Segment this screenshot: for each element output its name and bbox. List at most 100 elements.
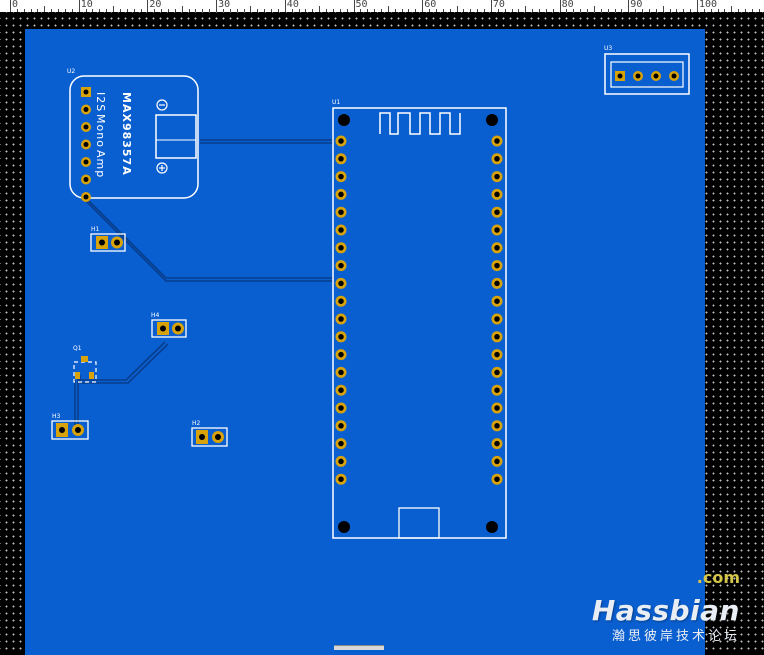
ruler-minor-tick — [456, 6, 458, 12]
ruler-minor-tick — [703, 9, 705, 12]
ruler-minor-tick — [319, 6, 321, 12]
pcb-layout[interactable]: U2 MAX98357A I2S Mono Amp U1 U3 — [0, 12, 764, 650]
ruler-minor-tick — [676, 9, 678, 12]
ruler-minor-tick — [374, 9, 376, 12]
ruler-minor-tick — [23, 9, 25, 12]
ruler-minor-tick — [642, 9, 644, 12]
component-u3[interactable]: U3 — [604, 45, 690, 95]
drill-hole — [338, 245, 344, 251]
component-u2[interactable]: U2 MAX98357A I2S Mono Amp — [67, 68, 199, 202]
ruler-label: 0 — [12, 0, 19, 10]
ruler-minor-tick — [442, 9, 444, 12]
horizontal-scrollbar-thumb[interactable] — [334, 645, 384, 650]
ruler-minor-tick — [195, 9, 197, 12]
ruler-major-tick — [147, 0, 149, 12]
ruler-label: 60 — [424, 0, 437, 10]
ruler-minor-tick — [99, 9, 101, 12]
drill-hole — [338, 227, 344, 233]
drill-hole — [338, 156, 344, 162]
drill-hole — [83, 107, 89, 112]
ruler-major-tick — [628, 0, 630, 12]
ruler-minor-tick — [106, 9, 108, 12]
drill-hole — [494, 262, 500, 269]
component-q1[interactable]: Q1 — [73, 345, 97, 383]
drill-hole — [338, 191, 344, 198]
drill-hole — [494, 245, 500, 251]
ruler-minor-tick — [511, 9, 513, 12]
ruler-major-tick — [697, 0, 698, 12]
ruler-minor-tick — [566, 9, 568, 12]
trace-u2-u1-d[interactable] — [85, 200, 333, 282]
component-h2[interactable]: H2 — [191, 420, 228, 447]
drill-hole — [494, 156, 500, 162]
component-h3[interactable]: H3 — [51, 413, 89, 440]
ruler-minor-tick — [587, 9, 589, 12]
ruler-minor-tick — [463, 9, 465, 12]
u1-pin-column-right — [491, 135, 503, 485]
ruler-label: 90 — [630, 0, 643, 10]
component-u1[interactable]: U1 — [332, 99, 507, 539]
ruler-minor-tick — [504, 9, 506, 12]
logo-subtitle: 瀚思彼岸技术论坛 — [611, 629, 740, 644]
ruler-label: 20 — [149, 0, 162, 10]
drill-hole — [338, 262, 344, 269]
ruler-major-tick — [490, 0, 492, 12]
drill-hole — [671, 73, 677, 79]
ruler-minor-tick — [745, 9, 747, 12]
u2-ref-label: U2 — [67, 68, 75, 75]
logo-text: Hassbian — [591, 594, 740, 627]
drill-hole — [338, 298, 344, 304]
ruler-minor-tick — [525, 6, 527, 12]
ruler-minor-tick — [51, 9, 53, 12]
ruler-minor-tick — [710, 9, 712, 12]
usb-connector-outline — [398, 507, 440, 539]
ruler-minor-tick — [367, 9, 369, 12]
ruler-minor-tick — [621, 9, 623, 12]
ruler-minor-tick — [401, 9, 403, 12]
drill-hole — [338, 387, 344, 393]
ruler-minor-tick — [573, 9, 575, 12]
component-h4[interactable]: H4 — [151, 312, 187, 338]
drill-hole — [83, 124, 89, 130]
drill-hole — [83, 89, 89, 95]
ruler-minor-tick — [758, 9, 760, 12]
ruler-minor-tick — [113, 6, 115, 12]
mount-hole — [338, 521, 350, 533]
ruler-minor-tick — [580, 9, 582, 12]
drill-hole — [494, 191, 500, 198]
drill-hole — [494, 476, 500, 482]
drill-hole — [494, 351, 500, 358]
ruler-minor-tick — [360, 9, 362, 12]
ruler-label: 10 — [80, 0, 93, 10]
minus-icon — [156, 99, 168, 111]
drill-hole — [494, 280, 500, 287]
drill-hole — [494, 440, 500, 447]
ruler-minor-tick — [92, 9, 94, 12]
trace-group — [74, 139, 333, 430]
u2-desc-mono: Mono — [94, 114, 107, 148]
ruler-minor-tick — [614, 9, 616, 12]
component-h1[interactable]: H1 — [90, 226, 126, 252]
pcb-board[interactable] — [25, 29, 705, 655]
u2-desc-i2s: I2S — [94, 92, 107, 112]
ruler-minor-tick — [126, 9, 128, 12]
pcb-canvas[interactable]: U2 MAX98357A I2S Mono Amp U1 U3 — [0, 12, 764, 655]
drill-hole — [83, 194, 89, 200]
ruler-minor-tick — [724, 9, 726, 12]
ruler-minor-tick — [277, 9, 279, 12]
ruler-minor-tick — [394, 9, 396, 12]
trace-u2-u1-c[interactable] — [85, 197, 333, 279]
ruler-minor-tick — [552, 9, 554, 12]
u2-part-name: MAX98357A — [120, 92, 133, 176]
ruler-minor-tick — [435, 9, 437, 12]
ruler-minor-tick — [71, 9, 73, 12]
drill-hole — [338, 458, 344, 465]
ruler-minor-tick — [222, 9, 224, 12]
drill-hole — [494, 405, 500, 411]
drill-hole — [338, 280, 344, 287]
h2-ref-label: H2 — [192, 420, 201, 427]
ruler-minor-tick — [58, 9, 60, 12]
drill-hole — [494, 316, 500, 322]
u3-pin-row — [615, 71, 679, 81]
